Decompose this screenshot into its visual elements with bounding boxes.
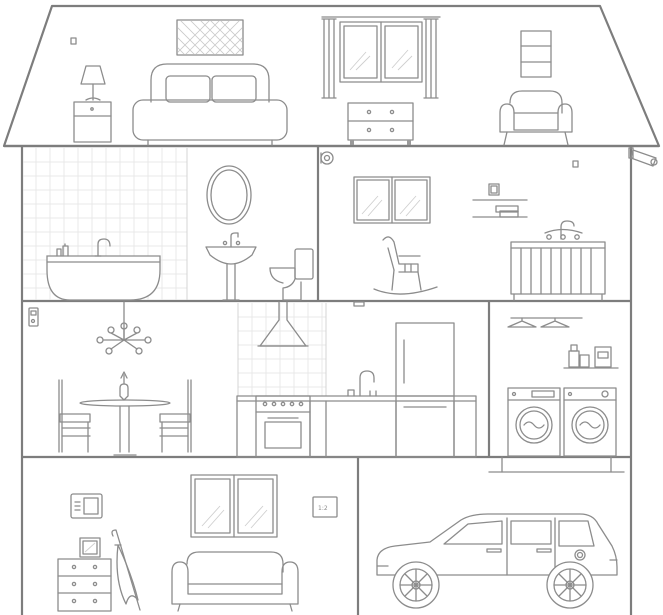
armchair-icon xyxy=(499,90,573,146)
bathroom xyxy=(23,148,314,301)
smart-thermostat-icon xyxy=(28,307,39,327)
living-room: 1:2 xyxy=(57,474,338,612)
wheel-icon xyxy=(392,561,440,609)
laundry-room xyxy=(488,317,625,473)
chair-icon xyxy=(159,379,192,453)
chandelier-icon xyxy=(96,301,152,355)
sofa-icon xyxy=(171,551,299,612)
nightstand-icon xyxy=(73,101,112,143)
washing-machine-icon xyxy=(507,387,561,457)
refrigerator-icon xyxy=(395,322,455,458)
kitchen-tiles xyxy=(237,303,327,396)
clothes-hanger-icon xyxy=(507,317,583,328)
range-hood-icon xyxy=(257,301,309,347)
smoke-detector-icon xyxy=(70,37,77,45)
toilet-icon xyxy=(269,248,314,301)
smoke-detector-icon xyxy=(572,160,579,168)
dining-room xyxy=(28,301,192,456)
bed-icon xyxy=(132,63,288,146)
car-icon xyxy=(376,513,618,609)
laundry-shelf-icon xyxy=(563,344,619,369)
mirror-icon xyxy=(206,165,252,225)
faucet-icon xyxy=(347,370,377,397)
oven-icon xyxy=(255,395,311,458)
smart-thermostat-icon xyxy=(70,493,103,519)
wheel-icon xyxy=(546,561,594,609)
security-camera-icon xyxy=(320,151,334,165)
bedroom xyxy=(70,16,573,146)
picture-frame-icon xyxy=(79,537,101,558)
kitchen xyxy=(236,301,477,458)
table-lamp-icon xyxy=(80,65,106,101)
wall-shelf-icon xyxy=(472,183,528,218)
wall-art-icon xyxy=(176,19,244,56)
security-camera-icon xyxy=(628,147,658,167)
window-icon xyxy=(190,474,278,538)
crib-icon xyxy=(510,241,606,301)
dryer-icon xyxy=(563,387,617,457)
dresser-icon xyxy=(347,102,414,145)
rocking-chair-icon xyxy=(373,236,438,295)
security-keypad-icon: 1:2 xyxy=(312,496,338,518)
kitchen-counter-icon xyxy=(236,395,477,458)
laundry-platform-icon xyxy=(488,456,625,473)
dresser-icon xyxy=(57,558,112,612)
sink-icon xyxy=(205,232,257,301)
mobile-icon xyxy=(544,220,583,240)
wall-shelf-icon xyxy=(520,30,552,78)
chair-icon xyxy=(58,379,91,453)
window-curtains-icon xyxy=(321,16,441,99)
bathtub-icon xyxy=(46,238,161,301)
umbrella-icon xyxy=(111,529,141,611)
dining-table-icon xyxy=(79,371,171,456)
window-icon xyxy=(353,176,431,224)
smoke-detector-icon xyxy=(353,301,365,307)
nursery xyxy=(320,151,606,301)
svg-text:1:2: 1:2 xyxy=(318,505,328,512)
garage xyxy=(376,513,618,609)
